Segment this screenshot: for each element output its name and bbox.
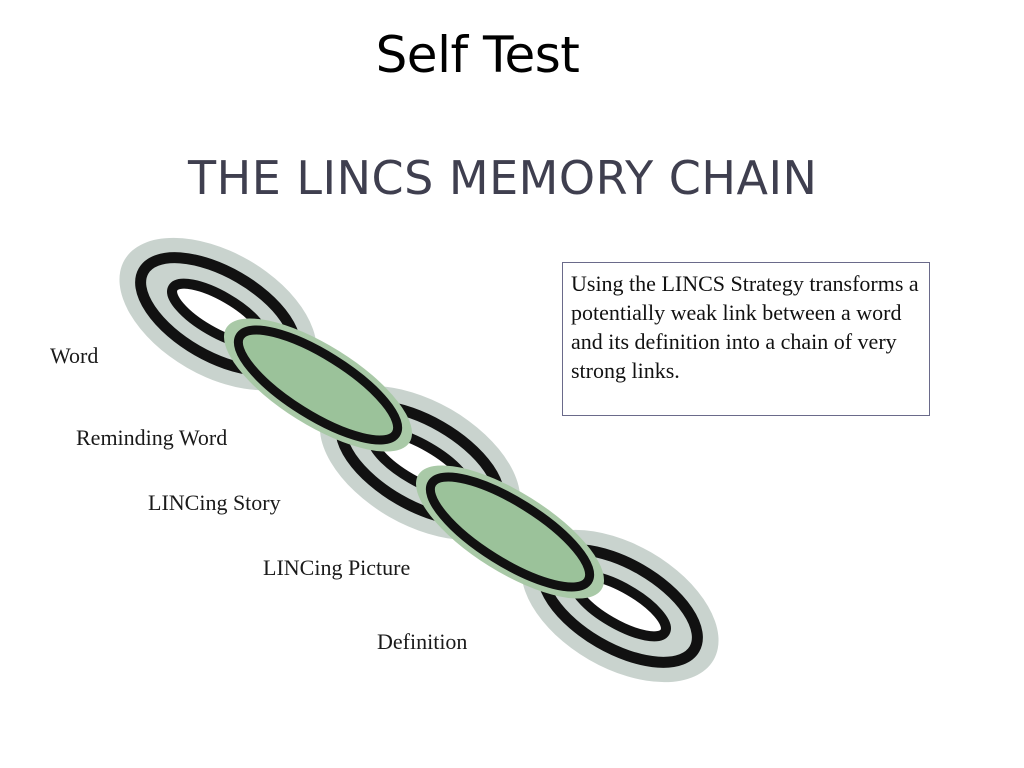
info-box: Using the LINCS Strategy transforms a po… xyxy=(562,262,930,416)
chain-link-green-upper xyxy=(223,318,413,452)
diagram-heading: THE LINCS MEMORY CHAIN xyxy=(188,151,818,205)
label-lincing-picture: LINCing Picture xyxy=(263,555,411,580)
label-reminding-word: Reminding Word xyxy=(76,425,228,450)
slide-title: Self Test xyxy=(375,26,580,84)
label-definition: Definition xyxy=(377,629,468,654)
label-word: Word xyxy=(50,343,99,368)
label-lincing-story: LINCing Story xyxy=(148,490,281,515)
chain-link-green-lower xyxy=(415,465,605,599)
